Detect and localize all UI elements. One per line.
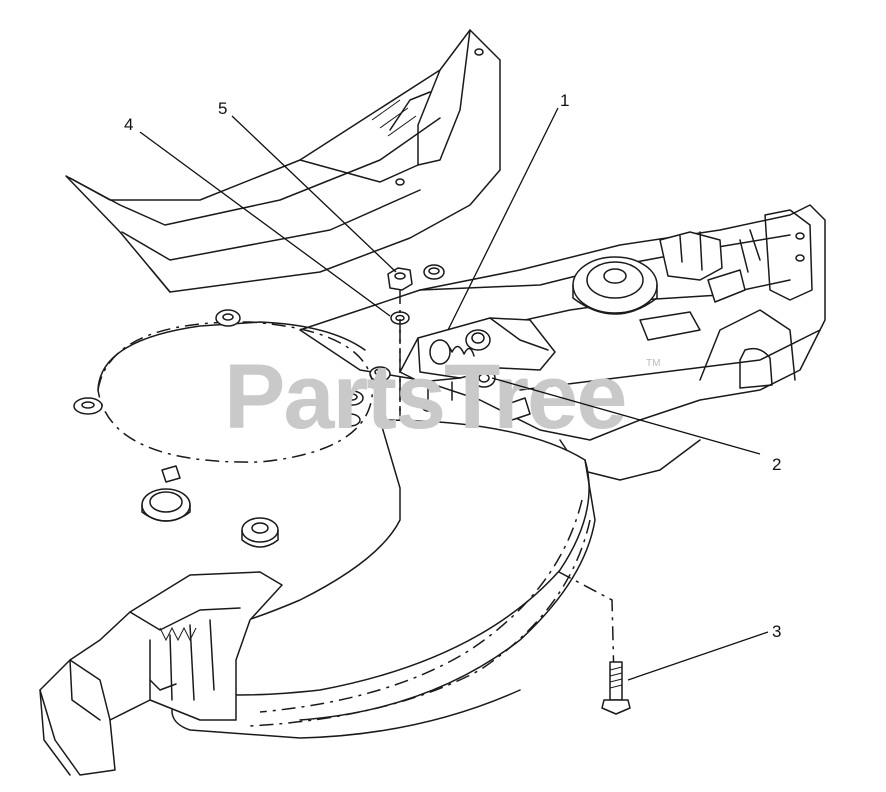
callout-2: 2 (772, 455, 781, 474)
rear-deck-housing (65, 29, 501, 293)
belt-cover (169, 419, 596, 739)
callout-4: 4 (124, 115, 133, 134)
callout-3: 3 (772, 622, 781, 641)
nut-part-5 (387, 264, 445, 291)
deck-circle-outline (73, 309, 374, 463)
washer-part-2 (472, 368, 496, 388)
bolt-part-3 (601, 661, 631, 715)
callout-leaders (139, 107, 769, 681)
loose-hardware (141, 465, 279, 548)
watermark-text: PartsTree (224, 346, 625, 448)
right-side-components (504, 231, 746, 421)
idler-bracket (369, 317, 556, 412)
front-guard (39, 571, 283, 776)
watermark-trademark: TM (646, 358, 660, 369)
belt-pulley (572, 256, 658, 315)
callout-1: 1 (560, 91, 569, 110)
callout-5: 5 (218, 99, 227, 118)
assembly-centerlines (399, 290, 615, 681)
